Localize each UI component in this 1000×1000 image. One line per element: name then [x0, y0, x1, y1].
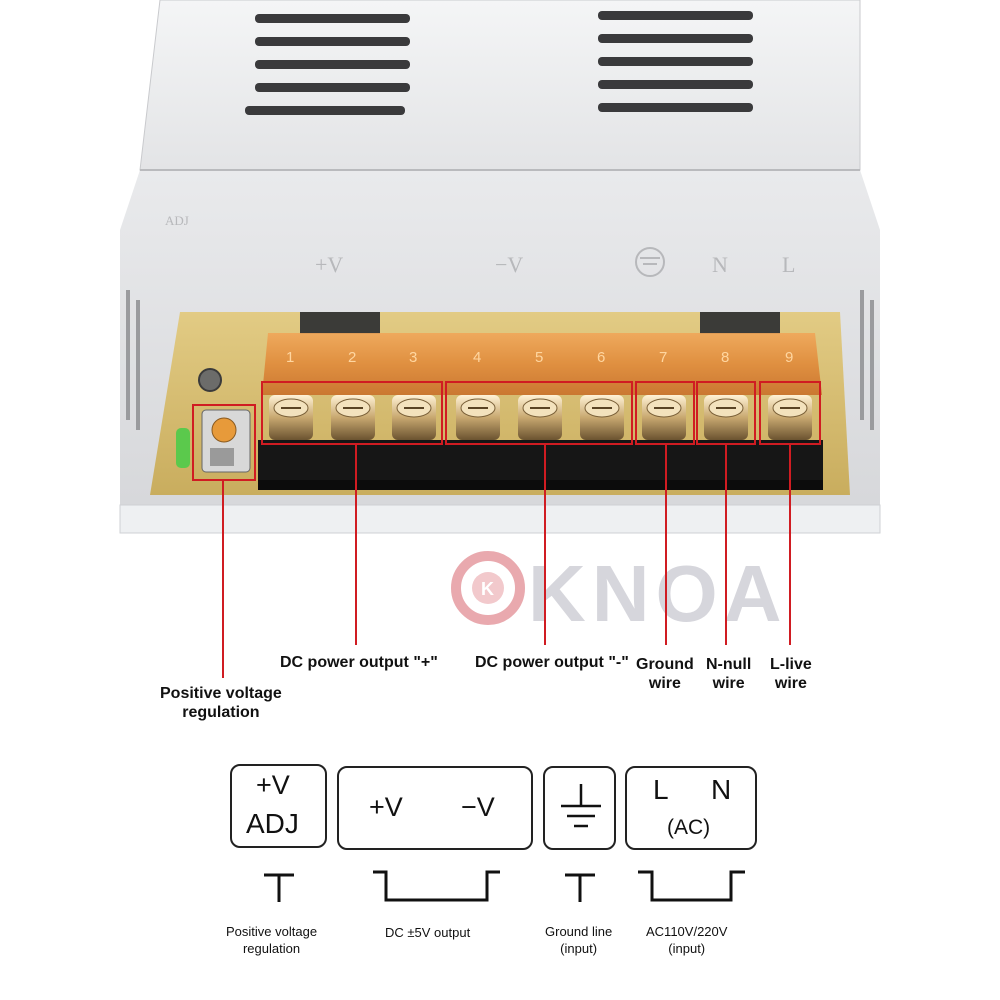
dc-plus-symbol: +V [369, 792, 403, 822]
casing-n-marking: N [712, 252, 728, 277]
callout-text-line: N-null [706, 656, 752, 673]
terminal-number: 2 [348, 349, 356, 366]
highlight-vplus-box [261, 381, 443, 445]
caption-dc-output: DC ±5V output [385, 925, 471, 940]
callout-l-live-wire: L-live wire [770, 655, 812, 693]
callout-dc-output-plus: DC power output "+" [280, 654, 438, 671]
caption-positive-voltage-regulation: Positive voltage regulation [226, 923, 317, 957]
callout-n-null-wire: N-null wire [706, 655, 751, 693]
terminal-screw [580, 395, 624, 440]
terminal-cover [262, 333, 822, 395]
terminal-screw [642, 395, 686, 440]
voltage-adjust-potentiometer [201, 409, 251, 473]
callout-text-line: wire [648, 675, 681, 692]
caption-text-line: (input) [668, 941, 706, 956]
adj-bracket [264, 873, 294, 902]
terminal-screw [331, 395, 375, 440]
dc-minus-symbol: −V [461, 792, 495, 822]
watermark-text: KNOA [528, 549, 788, 638]
ac-l-symbol: L [653, 774, 669, 805]
ground-symbol-box [543, 766, 616, 850]
terminal-number: 6 [597, 349, 605, 366]
terminal-number: 3 [409, 349, 417, 366]
caption-text-line: regulation [242, 941, 301, 956]
power-supply-photo: ADJ +V −V N L 1 2 3 4 5 6 7 8 9 [119, 0, 881, 534]
brand-logo-letter: K [481, 579, 494, 599]
terminal-screw [456, 395, 500, 440]
ventilation-slots [245, 11, 753, 115]
terminal-number: 9 [785, 349, 793, 366]
adj-symbol-box: +V ADJ [230, 764, 327, 848]
dc-bracket [373, 870, 500, 902]
callout-positive-voltage-regulation: Positive voltage regulation [160, 684, 282, 722]
caption-ac-input: AC110V/220V (input) [646, 923, 727, 957]
caption-text-line: Ground line [545, 924, 613, 939]
terminal-block: 1 2 3 4 5 6 7 8 9 [258, 333, 823, 490]
callout-lines [222, 444, 791, 678]
terminal-screw [269, 395, 313, 440]
terminal-screw [768, 395, 812, 440]
caption-text-line: Positive voltage [226, 924, 318, 939]
ac-label: (AC) [667, 816, 711, 839]
callout-ground-wire: Ground wire [636, 655, 694, 693]
terminal-screw [392, 395, 436, 440]
terminal-number: 4 [473, 349, 481, 366]
casing-adj-marking: ADJ [165, 213, 189, 228]
callout-text-line: Ground [636, 656, 694, 673]
legend-brackets [264, 870, 745, 902]
terminal-number: 1 [286, 349, 294, 366]
casing-l-marking: L [782, 252, 795, 277]
terminal-screw [518, 395, 562, 440]
callout-dc-output-minus: DC power output "-" [475, 654, 629, 671]
callout-text-line: Positive voltage [160, 685, 282, 702]
ground-icon [561, 784, 601, 828]
terminal-number: 5 [535, 349, 543, 366]
adj-symbol-top: +V [256, 770, 290, 800]
ac-bracket [638, 870, 745, 902]
terminal-number: 8 [721, 349, 729, 366]
ac-n-symbol: N [711, 774, 732, 805]
adj-symbol-bottom: ADJ [246, 808, 299, 839]
ground-bracket [565, 873, 595, 902]
highlight-vminus-box [445, 381, 633, 445]
caption-text-line: AC110V/220V [646, 924, 728, 939]
terminal-screw [704, 395, 748, 440]
callout-text-line: regulation [182, 704, 260, 721]
terminal-number: 7 [659, 349, 667, 366]
callout-text-line: L-live [770, 656, 812, 673]
caption-ground-line: Ground line (input) [545, 923, 612, 957]
casing-vplus-marking: +V [315, 252, 343, 277]
callout-text-line: wire [774, 675, 807, 692]
caption-text-line: (input) [560, 941, 598, 956]
casing-markings: ADJ +V −V N L [165, 213, 795, 277]
casing-vminus-marking: −V [495, 252, 523, 277]
dc-output-symbol-box: +V −V [337, 766, 533, 850]
ac-input-symbol-box: L N (AC) [625, 766, 757, 850]
callout-text-line: wire [712, 675, 745, 692]
brand-logo-mark: K [451, 551, 525, 625]
